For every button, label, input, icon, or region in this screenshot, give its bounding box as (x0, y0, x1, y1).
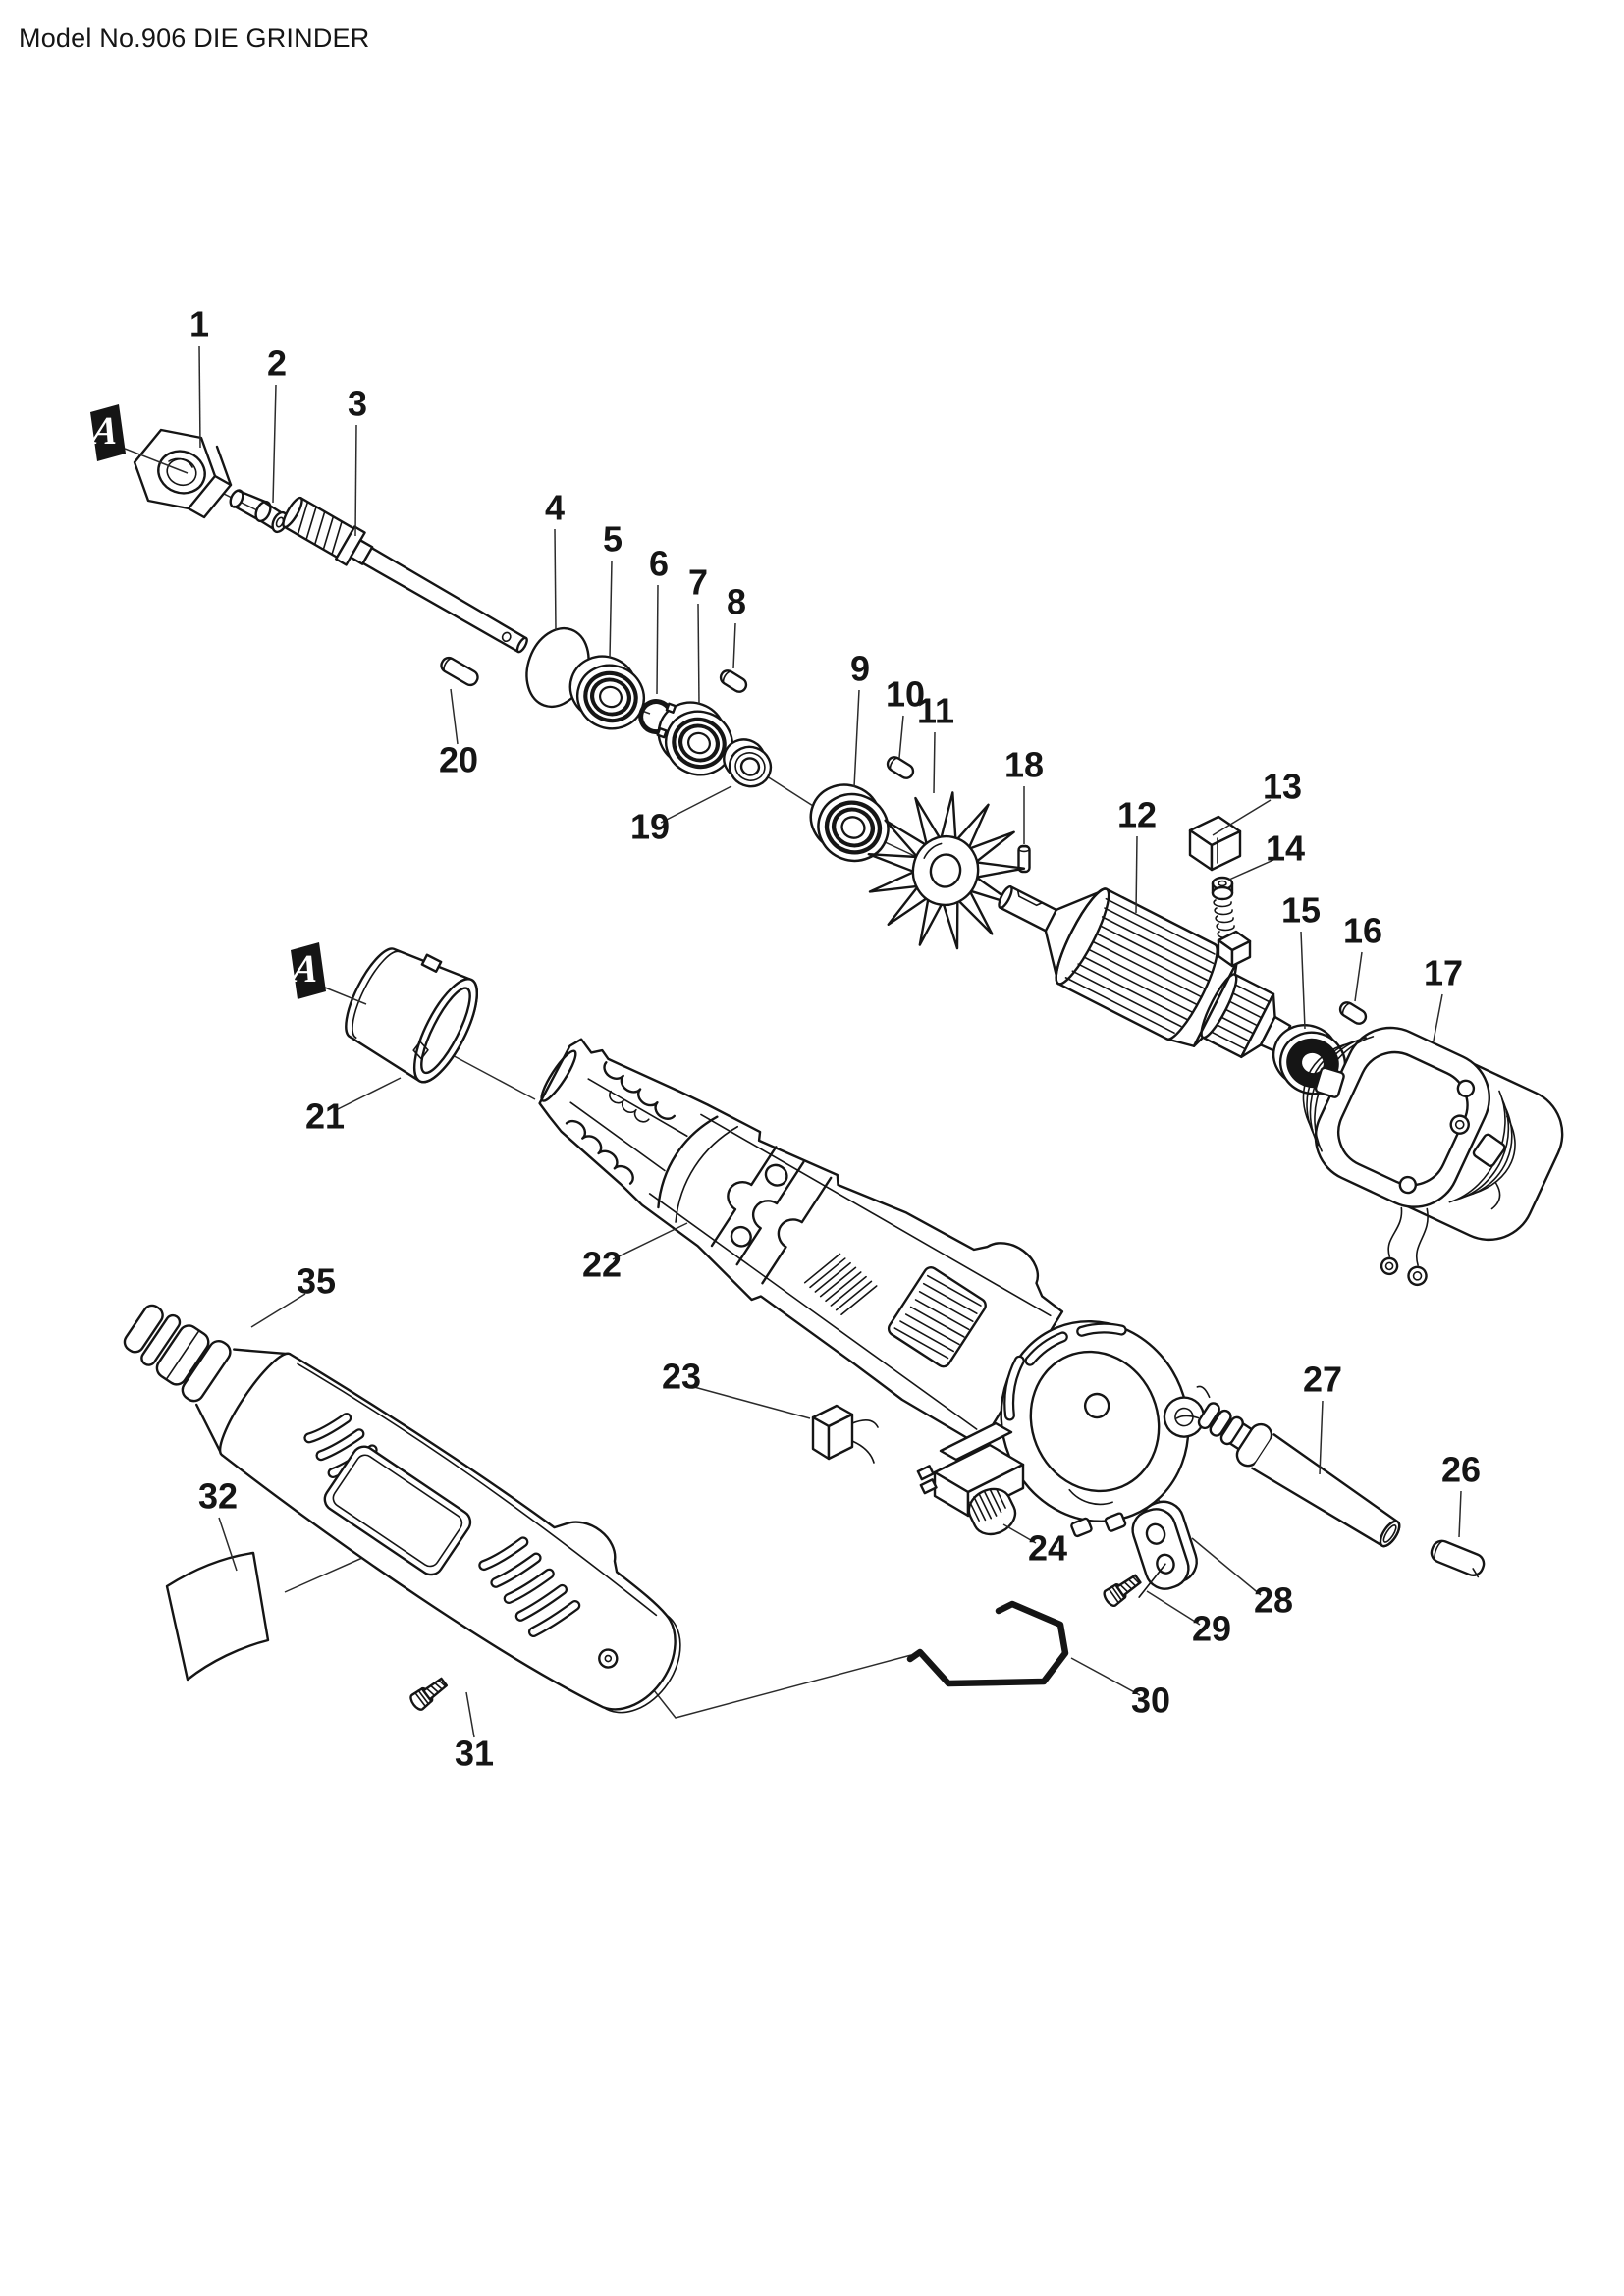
part-17-field (1302, 1026, 1564, 1287)
part-32-nameplate (165, 1551, 270, 1682)
callout-11: 11 (917, 691, 954, 731)
part-6-circlip (638, 699, 677, 739)
section-marker-a1: A (86, 404, 126, 461)
callout-20-leader (450, 688, 459, 745)
callout-10: 10 (886, 674, 925, 715)
part-29-screw (1100, 1570, 1145, 1610)
part-21-cap (345, 947, 478, 1084)
callout-24: 24 (1028, 1528, 1067, 1569)
callout-22: 22 (582, 1245, 622, 1285)
callout-9: 9 (850, 649, 870, 689)
callout-20: 20 (439, 740, 478, 780)
callout-1: 1 (189, 304, 209, 345)
part-27-cord-guard (1175, 1385, 1401, 1548)
callout-13-leader (1212, 799, 1272, 836)
callout-28: 28 (1254, 1580, 1293, 1621)
callout-15: 15 (1281, 890, 1321, 931)
part-22-housing (538, 1038, 1206, 1538)
marker-a1-leader (124, 448, 189, 474)
callout-7: 7 (688, 562, 708, 603)
callout-28-leader (1191, 1537, 1262, 1596)
callout-2-leader (272, 384, 277, 504)
callout-35: 35 (297, 1261, 336, 1302)
callout-12: 12 (1117, 795, 1157, 835)
callout-4: 4 (545, 488, 565, 528)
callout-32-leader (218, 1517, 238, 1572)
callout-24-leader (1002, 1523, 1037, 1544)
callout-12-leader (1135, 835, 1138, 914)
part-10-pin (884, 753, 917, 782)
part-16-pin (1336, 998, 1370, 1028)
part-13-carbon-brush (1188, 815, 1242, 872)
callout-3-leader (354, 424, 357, 537)
callout-5-leader (609, 560, 613, 659)
callout-29: 29 (1192, 1609, 1231, 1649)
callout-1-leader (198, 345, 201, 449)
callout-15-leader (1300, 931, 1306, 1030)
part-11-fan (867, 791, 1026, 950)
callout-35-leader (250, 1293, 306, 1328)
callout-29-leader (1146, 1590, 1201, 1626)
part-23-capacitor (811, 1404, 879, 1464)
callout-16-leader (1354, 951, 1363, 1002)
marker-a2-leader (324, 987, 367, 1005)
callout-31-leader (465, 1691, 475, 1738)
callout-9-leader (853, 689, 860, 788)
callout-21: 21 (305, 1096, 345, 1137)
callout-17-leader (1433, 993, 1443, 1041)
part-24-switch (916, 1421, 1025, 1536)
callout-21-leader (335, 1077, 402, 1111)
callout-7-leader (697, 603, 700, 705)
part-8-pin (717, 667, 750, 696)
callout-19: 19 (630, 807, 670, 847)
part-28-cord-clip (1131, 1500, 1198, 1598)
callout-23: 23 (662, 1357, 701, 1397)
callout-30-leader (1070, 1657, 1141, 1696)
part-30-cord (906, 1600, 1069, 1687)
part-35-assembled-grinder (123, 1304, 681, 1714)
callout-26-leader (1458, 1490, 1462, 1538)
callout-10-leader (898, 715, 904, 759)
part-20-pin (440, 656, 479, 687)
callout-6-leader (656, 584, 659, 695)
callout-3: 3 (348, 384, 367, 424)
callout-14-leader (1228, 859, 1274, 881)
section-marker-a2: A (287, 942, 326, 999)
callout-19-leader (660, 785, 732, 824)
callout-26: 26 (1441, 1450, 1481, 1490)
callout-2: 2 (267, 344, 287, 384)
callout-18: 18 (1004, 745, 1044, 785)
part-14-brush-holder (1211, 876, 1252, 968)
callout-16: 16 (1343, 911, 1382, 951)
callout-22-leader (612, 1222, 688, 1260)
part-31-screw (406, 1674, 451, 1714)
part-1-collet-nut (133, 428, 233, 519)
callout-27-leader (1319, 1400, 1324, 1475)
part-26-sleeve (1430, 1539, 1486, 1578)
part-12-armature (998, 884, 1306, 1059)
callout-14: 14 (1266, 828, 1305, 869)
callout-23-leader (693, 1386, 811, 1419)
callout-13: 13 (1263, 767, 1302, 807)
callout-17: 17 (1424, 953, 1463, 993)
callout-30: 30 (1131, 1681, 1170, 1721)
part-19-sleeve (723, 738, 773, 788)
part-18-pin (1017, 844, 1031, 874)
callout-32: 32 (198, 1476, 238, 1517)
callout-8: 8 (727, 582, 746, 622)
callout-8-leader (732, 622, 736, 669)
page-title: Model No.906 DIE GRINDER (19, 24, 370, 53)
part-2-collet (229, 489, 289, 534)
part-3-spindle (282, 496, 528, 654)
callout-5: 5 (603, 519, 623, 560)
callout-31: 31 (455, 1734, 494, 1774)
callout-27: 27 (1303, 1360, 1342, 1400)
callout-11-leader (933, 731, 936, 794)
callout-6: 6 (649, 544, 669, 584)
callout-4-leader (554, 528, 557, 631)
